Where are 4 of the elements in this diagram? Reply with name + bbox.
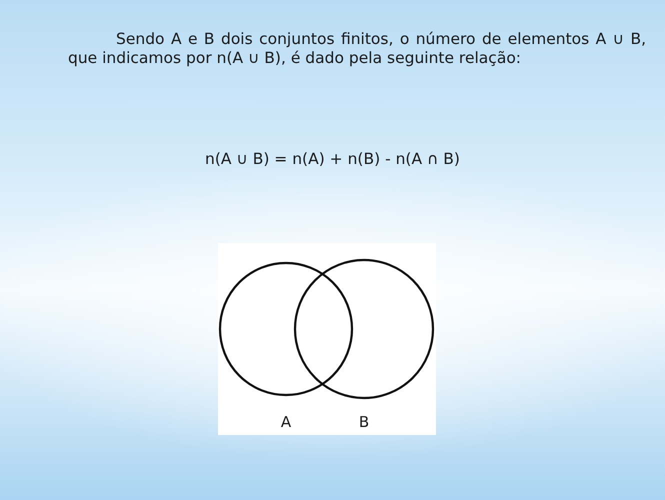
paragraph: Sendo A e B dois conjuntos finitos, o número de elementos A ∪ B, que indicamos por n(A ∪ B), é dado pela seguinte relação:	[68, 30, 646, 68]
formula: n(A ∪ B) = n(A) + n(B) - n(A ∩ B)	[204, 150, 461, 168]
set-label: B	[358, 413, 370, 431]
set-label: A	[280, 413, 292, 431]
